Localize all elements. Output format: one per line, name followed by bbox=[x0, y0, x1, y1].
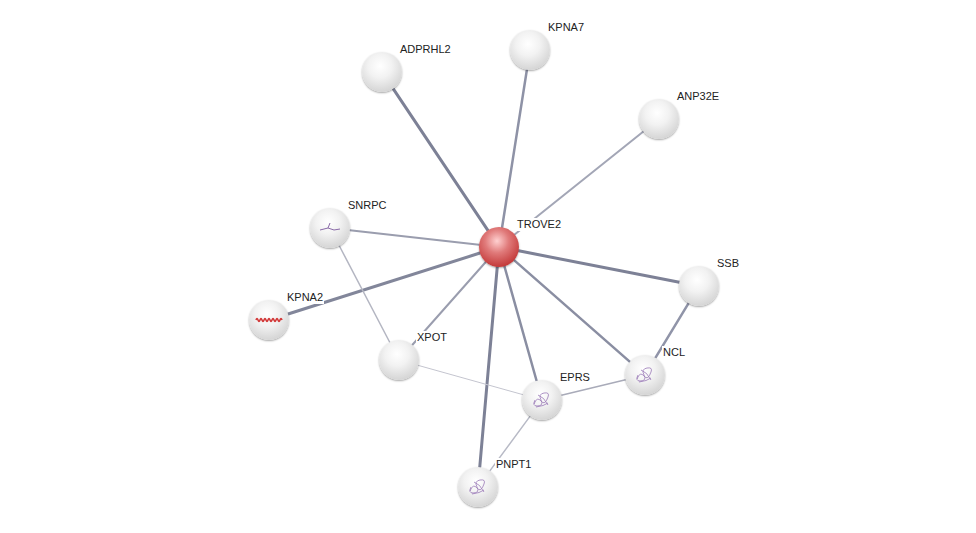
protein-label: NCL bbox=[662, 346, 686, 359]
protein-label: SSB bbox=[716, 257, 740, 270]
protein-label: EPRS bbox=[559, 371, 591, 384]
interaction-edge bbox=[514, 260, 630, 362]
structure-icon bbox=[522, 380, 562, 420]
structure-icon bbox=[249, 300, 289, 340]
structure-icon bbox=[625, 355, 665, 395]
protein-node: NCL bbox=[625, 355, 665, 395]
protein-label: SNRPC bbox=[347, 199, 388, 212]
protein-label: PNPT1 bbox=[495, 458, 532, 471]
interaction-edge bbox=[519, 251, 680, 282]
protein-label: TROVE2 bbox=[516, 218, 562, 231]
protein-node: ADPRHL2 bbox=[362, 52, 402, 92]
interaction-edge bbox=[412, 262, 485, 345]
protein-label: ADPRHL2 bbox=[399, 43, 452, 56]
interaction-edge bbox=[502, 70, 527, 227]
structure-icon bbox=[310, 208, 350, 248]
protein-node: SSB bbox=[679, 266, 719, 306]
interaction-edge bbox=[515, 131, 644, 234]
protein-node: SNRPC bbox=[310, 208, 350, 248]
interaction-edge bbox=[288, 253, 480, 314]
protein-node: EPRS bbox=[522, 380, 562, 420]
interaction-edge bbox=[418, 365, 522, 394]
protein-node: PNPT1 bbox=[458, 467, 498, 507]
protein-label: ANP32E bbox=[676, 90, 720, 103]
interaction-edge bbox=[393, 89, 488, 231]
protein-node: KPNA2 bbox=[249, 300, 289, 340]
interaction-edge bbox=[504, 266, 536, 380]
protein-node: KPNA7 bbox=[510, 30, 550, 70]
interaction-edge bbox=[350, 230, 479, 245]
protein-label: XPOT bbox=[416, 331, 448, 344]
protein-node: ANP32E bbox=[639, 99, 679, 139]
interaction-edge bbox=[480, 267, 498, 467]
protein-node: XPOT bbox=[379, 340, 419, 380]
protein-label: KPNA7 bbox=[547, 21, 585, 34]
query-protein-node: TROVE2 bbox=[479, 227, 519, 267]
structure-icon bbox=[458, 467, 498, 507]
interaction-edge bbox=[339, 246, 389, 343]
protein-label: KPNA2 bbox=[286, 291, 324, 304]
